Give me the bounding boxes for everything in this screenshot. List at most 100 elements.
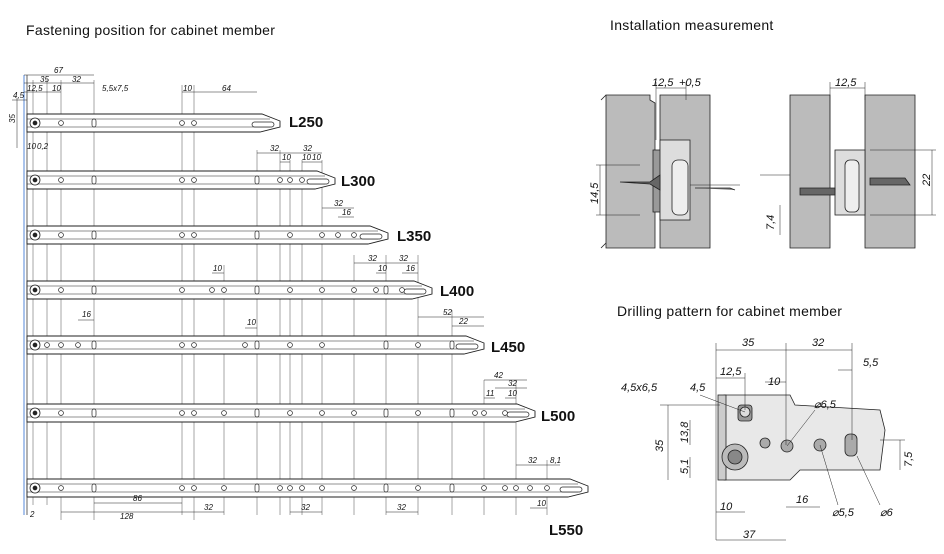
drill-12-5: 12,5 xyxy=(720,366,742,378)
rail-slot-hole xyxy=(91,175,97,185)
dim-r350-32: 32 xyxy=(334,199,343,208)
drilling-diagram xyxy=(660,343,905,541)
drill-dia-5-5: ⌀5,5 xyxy=(832,507,855,519)
fastening-heading: Fastening position for cabinet member xyxy=(26,22,276,38)
rail-hole xyxy=(319,287,325,293)
rail-wheel-hub xyxy=(32,232,38,238)
rail-slot-hole xyxy=(91,230,97,240)
rail-hole xyxy=(179,410,185,416)
drill-4-5: 4,5 xyxy=(690,382,706,394)
rail-slot-hole xyxy=(91,483,97,493)
rail-hole xyxy=(481,485,487,491)
rail-hole xyxy=(527,485,533,491)
rail-hole xyxy=(287,177,293,183)
rail-slot-hole xyxy=(383,408,389,418)
dim-r550-86: 86 xyxy=(133,494,142,503)
rail-hole xyxy=(221,485,227,491)
dim-64: 64 xyxy=(222,84,231,93)
dim-r450-16: 16 xyxy=(82,310,91,319)
drill-5-1: 5,1 xyxy=(679,459,691,474)
install-right-side: 22 xyxy=(921,174,933,187)
drill-dia-6: ⌀6 xyxy=(880,507,894,519)
dim-r300-32b: 32 xyxy=(303,144,312,153)
drill-35-side: 35 xyxy=(654,439,666,452)
drill-10: 10 xyxy=(768,376,781,388)
dim-r450-52: 52 xyxy=(443,308,452,317)
drill-35-top: 35 xyxy=(742,337,755,349)
rail-wheel-hub xyxy=(32,342,38,348)
rail-hole xyxy=(415,485,421,491)
rail-slot-hole xyxy=(449,408,455,418)
dim-10-r250: 10 xyxy=(27,142,36,151)
drill-dia-6-5-value: 6,5 xyxy=(821,399,837,411)
dim-r300-10b: 10 xyxy=(302,153,311,162)
rail-hole xyxy=(58,120,64,126)
rail-slot-hole xyxy=(383,285,389,295)
dim-10b: 10 xyxy=(183,84,192,93)
rail-hole xyxy=(179,177,185,183)
rail-l400 xyxy=(26,280,433,300)
dim-r300-32a: 32 xyxy=(270,144,279,153)
rail-hole xyxy=(179,342,185,348)
rail-slot-hole xyxy=(91,285,97,295)
dim-32: 32 xyxy=(72,75,81,84)
rail-body xyxy=(26,113,281,133)
rail-hole xyxy=(191,410,197,416)
rail-hole xyxy=(415,342,421,348)
rail-slot-hole xyxy=(383,340,389,350)
rail-end-slot xyxy=(455,343,479,350)
rail-hole xyxy=(502,485,508,491)
rail-hole xyxy=(191,232,197,238)
installation-diagram xyxy=(596,82,936,249)
rail-slot-hole xyxy=(254,230,260,240)
rail-hole xyxy=(351,485,357,491)
rail-slot-hole xyxy=(254,483,260,493)
rail-l500 xyxy=(26,403,536,423)
dim-r550-128: 128 xyxy=(120,512,134,521)
rail-hole xyxy=(472,410,478,416)
dim-10: 10 xyxy=(52,84,61,93)
rail-slot-hole xyxy=(91,118,97,128)
dim-r400-32a: 32 xyxy=(368,254,377,263)
rail-hole xyxy=(209,287,215,293)
rail-hole xyxy=(221,287,227,293)
dim-0-2: 0,2 xyxy=(37,142,49,151)
drill-5-5-top: 5,5 xyxy=(863,357,879,369)
dim-r550-32b: 32 xyxy=(301,503,310,512)
rail-wheel-hub xyxy=(32,410,38,416)
rail-hole xyxy=(44,342,50,348)
rail-hole xyxy=(351,232,357,238)
rail-hole xyxy=(191,342,197,348)
rail-hole xyxy=(319,342,325,348)
install-left-side: 14,5 xyxy=(589,182,601,204)
rail-slot-hole xyxy=(254,285,260,295)
rail-wheel-hub xyxy=(32,177,38,183)
rail-hole xyxy=(221,410,227,416)
rail-body xyxy=(26,225,389,245)
dim-r500-11: 11 xyxy=(486,389,494,398)
rail-hole xyxy=(58,342,64,348)
dim-r450-22: 22 xyxy=(458,317,468,326)
drill-32-top: 32 xyxy=(812,337,824,349)
rail-slot-hole xyxy=(449,340,455,350)
rail-hole xyxy=(277,485,283,491)
dim-12-5: 12,5 xyxy=(27,84,43,93)
rail-hole xyxy=(287,232,293,238)
rail-hole xyxy=(58,232,64,238)
dim-r500-42: 42 xyxy=(494,371,503,380)
rail-label-l450: L450 xyxy=(491,339,525,356)
rail-label-l250: L250 xyxy=(289,114,323,131)
rail-label-l400: L400 xyxy=(440,283,474,300)
dim-r550-32: 32 xyxy=(528,456,537,465)
drill-dia-6-5: ⌀6,5 xyxy=(814,399,837,411)
dim-r450-10: 10 xyxy=(247,318,256,327)
dim-r550-10: 10 xyxy=(537,499,546,508)
rail-slot-hole xyxy=(254,408,260,418)
rail-hole xyxy=(179,120,185,126)
dim-r300-10c: 10 xyxy=(312,153,321,162)
rail-wheel-hub xyxy=(32,287,38,293)
dim-r550-32a: 32 xyxy=(204,503,213,512)
rail-body xyxy=(26,403,536,423)
rail-wheel-hub xyxy=(32,485,38,491)
dim-r500-32: 32 xyxy=(508,379,517,388)
